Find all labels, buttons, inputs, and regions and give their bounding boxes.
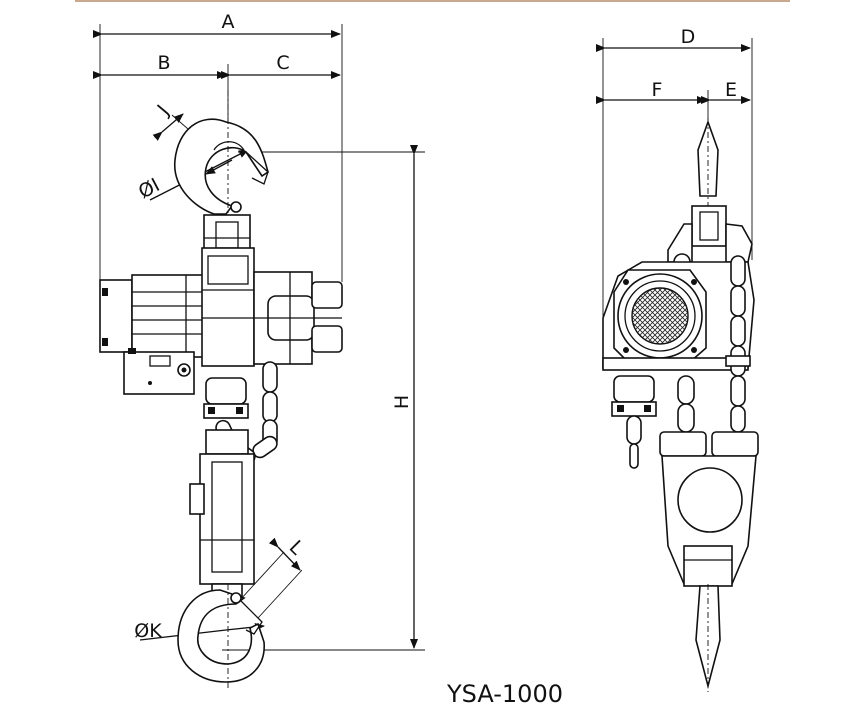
front-chain [725,255,751,433]
model-label: YSA-1000 [446,680,563,708]
gearbox [253,271,343,365]
motor-face [613,269,707,363]
dimension-f-e: F E [596,79,751,140]
front-chain-guide [611,375,695,469]
dimension-e-label: E [725,79,737,101]
dimension-l-label: L [285,536,308,559]
dimension-a-label: A [222,11,235,33]
front-bottom-block [659,431,759,587]
chain-guide [203,377,249,419]
dimension-h: H [222,145,425,651]
front-top-bracket [667,205,753,271]
dimension-a: A [93,11,343,282]
top-hook [174,90,269,215]
dimension-c-label: C [276,52,289,74]
dimension-d-label: D [681,26,696,48]
dimension-b-c: B C [93,52,341,125]
bottom-block [189,429,255,599]
dimension-f-label: F [652,79,663,101]
motor [99,274,205,358]
control-box [123,348,195,395]
top-rule [75,0,790,2]
dimension-i-label: ØI [135,174,163,203]
dimension-j-label: J [153,101,174,120]
side-view [99,90,343,690]
dimension-k-label: ØK [134,620,162,642]
front-view [602,118,759,692]
dimension-b-label: B [157,52,170,74]
dimension-h-label: H [391,395,413,409]
top-hook-tip [697,119,719,197]
central-frame [201,247,255,367]
bottom-hook [177,584,265,690]
dimension-d: D [596,26,753,318]
